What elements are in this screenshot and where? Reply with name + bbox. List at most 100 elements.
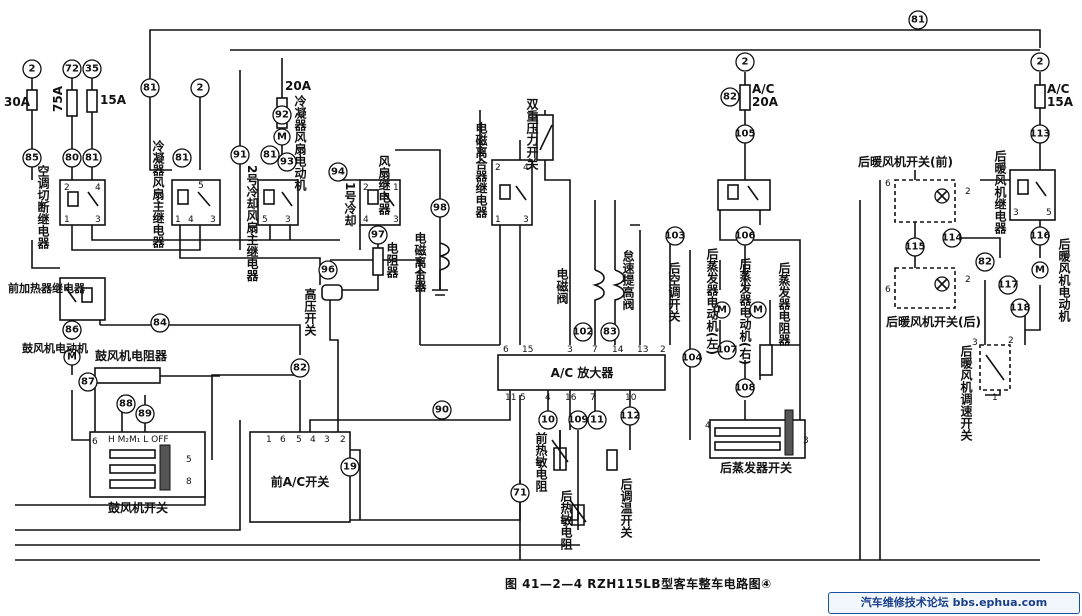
motor-rear-evap-right: M — [749, 301, 767, 319]
label-rear-evap-resistor: 后蒸发器电阻器 — [777, 261, 791, 347]
svg-text:90: 90 — [435, 405, 449, 416]
relay-condenser-fan-main: 15 34 — [171, 179, 221, 226]
svg-text:86: 86 — [65, 325, 79, 336]
label-front-heater-relay: 前加热器继电器 — [8, 281, 86, 295]
svg-text:92: 92 — [275, 110, 289, 121]
label-fan-relay: 风扇继电器 — [377, 155, 391, 216]
node-112: 112 — [620, 406, 640, 426]
svg-text:2: 2 — [742, 57, 749, 68]
blower-switch-pins: H M₂M₁ L OFF — [108, 435, 169, 445]
label-mag-clutch: 电磁离合器 — [413, 231, 427, 293]
node-92: 92 — [272, 105, 292, 125]
node-82-b: 82 — [720, 87, 740, 107]
svg-text:2: 2 — [340, 435, 346, 445]
circled-node-markers: 81 2 72 35 81 2 85 80 81 81 92 93 91 81 … — [22, 10, 1050, 503]
node-72: 72 — [62, 59, 82, 79]
node-107: 107 — [717, 340, 737, 360]
rear-temp-switch-symbol — [606, 449, 618, 471]
svg-text:3: 3 — [324, 435, 330, 445]
svg-text:2: 2 — [965, 187, 971, 197]
wire-left-col-1 — [31, 78, 60, 269]
wire-relay-outputs — [71, 225, 340, 251]
front-ac-switch-label: 前A/C开关 — [271, 474, 329, 489]
fuse-30a-label: 30A — [4, 95, 31, 109]
rear-evap-resistor — [759, 344, 773, 376]
label-cooling-fan2-main-relay: 2号冷却风扇主继电器 — [245, 165, 259, 282]
front-ac-switch-box — [249, 431, 351, 523]
svg-text:1: 1 — [393, 183, 399, 193]
svg-text:103: 103 — [665, 231, 686, 242]
label-rear-evap-motor-left: 后蒸发器电动机(左) — [705, 247, 719, 355]
svg-text:4: 4 — [523, 163, 529, 173]
svg-text:M: M — [277, 132, 287, 143]
node-106: 106 — [735, 226, 755, 246]
label-high-pressure-switch: 高压开关 — [303, 287, 317, 337]
svg-text:2: 2 — [965, 275, 971, 285]
rear-evap-switch-body: 43 — [705, 409, 809, 459]
label-cooling-fan1: 1号冷却 — [343, 182, 357, 227]
node-86: 86 — [62, 320, 82, 340]
svg-text:2: 2 — [29, 64, 36, 75]
svg-text:1: 1 — [992, 393, 998, 403]
svg-text:1: 1 — [64, 215, 70, 225]
label-condenser-fan-motor: 冷凝器风扇电动机 — [293, 94, 307, 192]
svg-text:6: 6 — [280, 435, 286, 445]
wire-fan-relay — [338, 149, 441, 300]
svg-text:8: 8 — [186, 477, 192, 487]
svg-text:4: 4 — [188, 215, 194, 225]
mag-clutch-coil — [432, 242, 450, 296]
wire-81-top-bus — [149, 29, 1041, 80]
svg-text:105: 105 — [735, 129, 756, 140]
node-114: 114 — [942, 228, 962, 248]
svg-text:3: 3 — [393, 215, 399, 225]
fuse-ac15-label-b: 15A — [1047, 95, 1074, 109]
wire-mag-clutch — [479, 110, 521, 345]
svg-text:4: 4 — [310, 435, 316, 445]
figure-caption: 图 41—2—4 RZH115LB型客车整车电路图④ — [505, 577, 772, 591]
svg-text:3: 3 — [1013, 208, 1019, 218]
node-81-top: 81 — [908, 10, 928, 30]
svg-text:97: 97 — [371, 230, 385, 241]
fuse-ac-15a — [1034, 84, 1046, 109]
node-2-d: 2 — [1030, 52, 1050, 72]
node-115: 115 — [905, 237, 925, 257]
svg-text:3: 3 — [523, 215, 529, 225]
svg-text:1: 1 — [495, 215, 501, 225]
svg-text:3: 3 — [285, 215, 291, 225]
node-82-c: 82 — [975, 252, 995, 272]
svg-text:89: 89 — [138, 409, 152, 420]
svg-text:98: 98 — [433, 203, 447, 214]
node-81-b: 81 — [82, 148, 102, 168]
svg-text:19: 19 — [343, 462, 357, 473]
svg-text:1: 1 — [175, 215, 181, 225]
svg-text:5: 5 — [520, 393, 526, 403]
fuse-30a — [26, 89, 38, 111]
wire-amp-bottom — [547, 390, 631, 470]
svg-text:3: 3 — [567, 345, 573, 355]
label-solenoid-valve: 电磁阀 — [555, 267, 569, 305]
svg-text:2: 2 — [64, 183, 70, 193]
node-105: 105 — [735, 124, 756, 144]
forum-watermark: 汽车维修技术论坛 bbs.ephua.com — [828, 592, 1080, 614]
wire-front-ac-right — [345, 395, 521, 521]
fuse-20a-cond-label: 20A — [285, 79, 312, 93]
svg-text:6: 6 — [503, 345, 509, 355]
svg-text:10: 10 — [625, 393, 637, 403]
wire-dual-pressure — [544, 110, 571, 345]
node-84: 84 — [150, 313, 170, 333]
svg-text:5: 5 — [296, 435, 302, 445]
svg-text:2: 2 — [660, 345, 666, 355]
svg-text:94: 94 — [331, 167, 345, 178]
node-10: 10 — [538, 410, 558, 430]
svg-text:82: 82 — [723, 92, 737, 103]
node-94: 94 — [328, 162, 348, 182]
label-blower-switch: 鼓风机开关 — [108, 500, 168, 515]
svg-text:5: 5 — [1046, 208, 1052, 218]
ac-amplifier-box — [497, 354, 666, 391]
node-87: 87 — [78, 372, 98, 392]
wire-left-col-2 — [71, 78, 93, 180]
label-rear-heater-fan-switch-rear: 后暖风机开关(后) — [886, 314, 981, 329]
